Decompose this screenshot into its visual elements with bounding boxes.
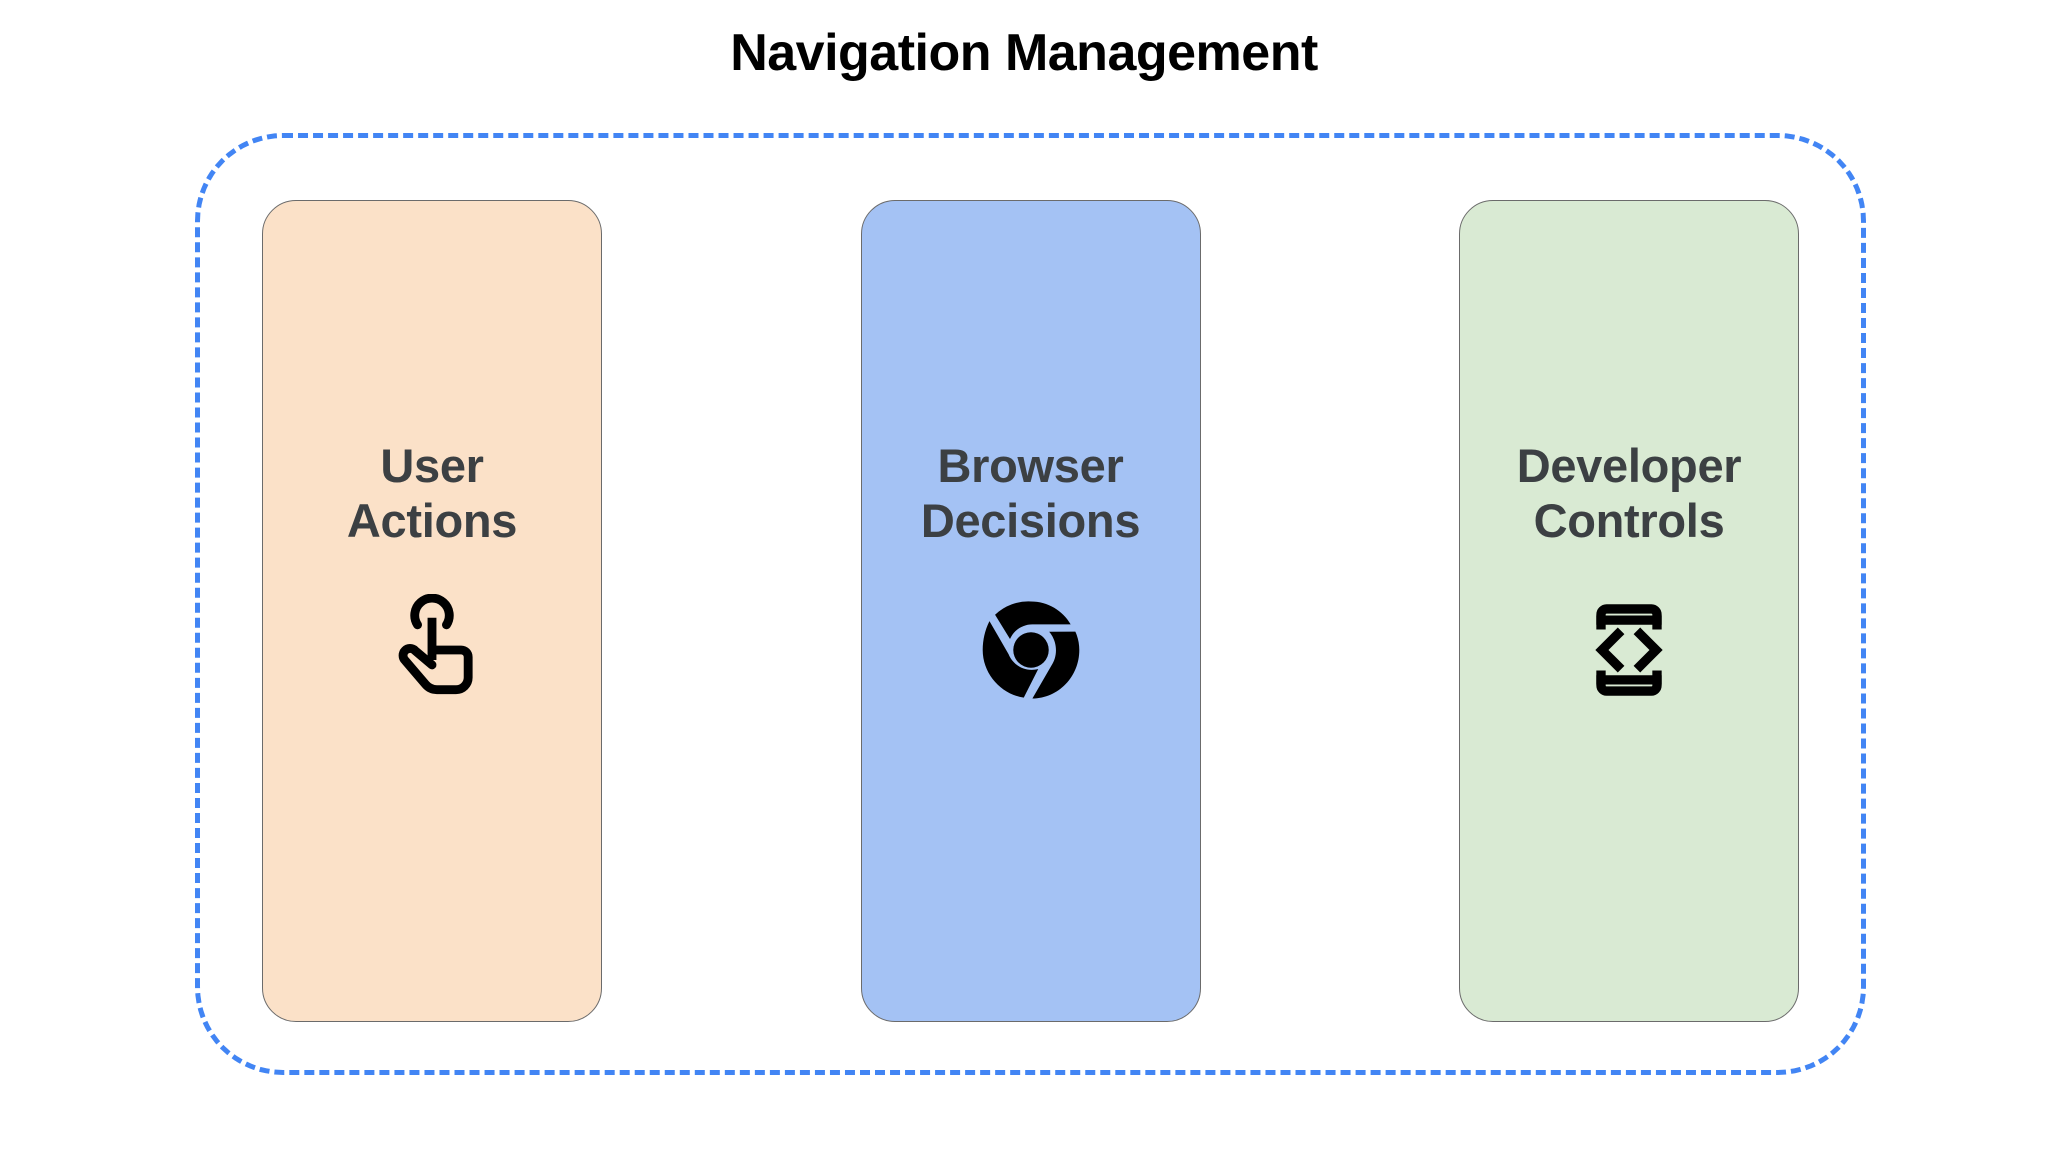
card-developer-controls-label-line2: Controls: [1533, 493, 1725, 547]
card-developer-controls[interactable]: Developer Controls: [1459, 200, 1799, 1022]
card-browser-decisions-label-line1: Browser: [937, 439, 1124, 492]
touch-app-icon: [376, 594, 488, 706]
developer-mode-icon: [1573, 594, 1685, 706]
card-browser-decisions-label: Browser Decisions: [862, 439, 1200, 548]
navigation-management-group-outline: [195, 133, 1866, 1075]
card-developer-controls-label: Developer Controls: [1460, 439, 1798, 548]
page-title: Navigation Management: [730, 24, 1318, 82]
card-user-actions-label: User Actions: [263, 439, 601, 548]
chrome-logo-icon: [975, 594, 1087, 706]
cards-row: User Actions Browser Decisions: [195, 133, 1866, 1075]
card-user-actions[interactable]: User Actions: [262, 200, 602, 1022]
card-developer-controls-label-line1: Developer: [1516, 439, 1742, 492]
card-user-actions-label-line1: User: [380, 439, 484, 492]
card-browser-decisions-label-line2: Decisions: [920, 493, 1141, 547]
card-user-actions-label-line2: Actions: [346, 493, 518, 547]
card-browser-decisions[interactable]: Browser Decisions: [860, 200, 1201, 1022]
